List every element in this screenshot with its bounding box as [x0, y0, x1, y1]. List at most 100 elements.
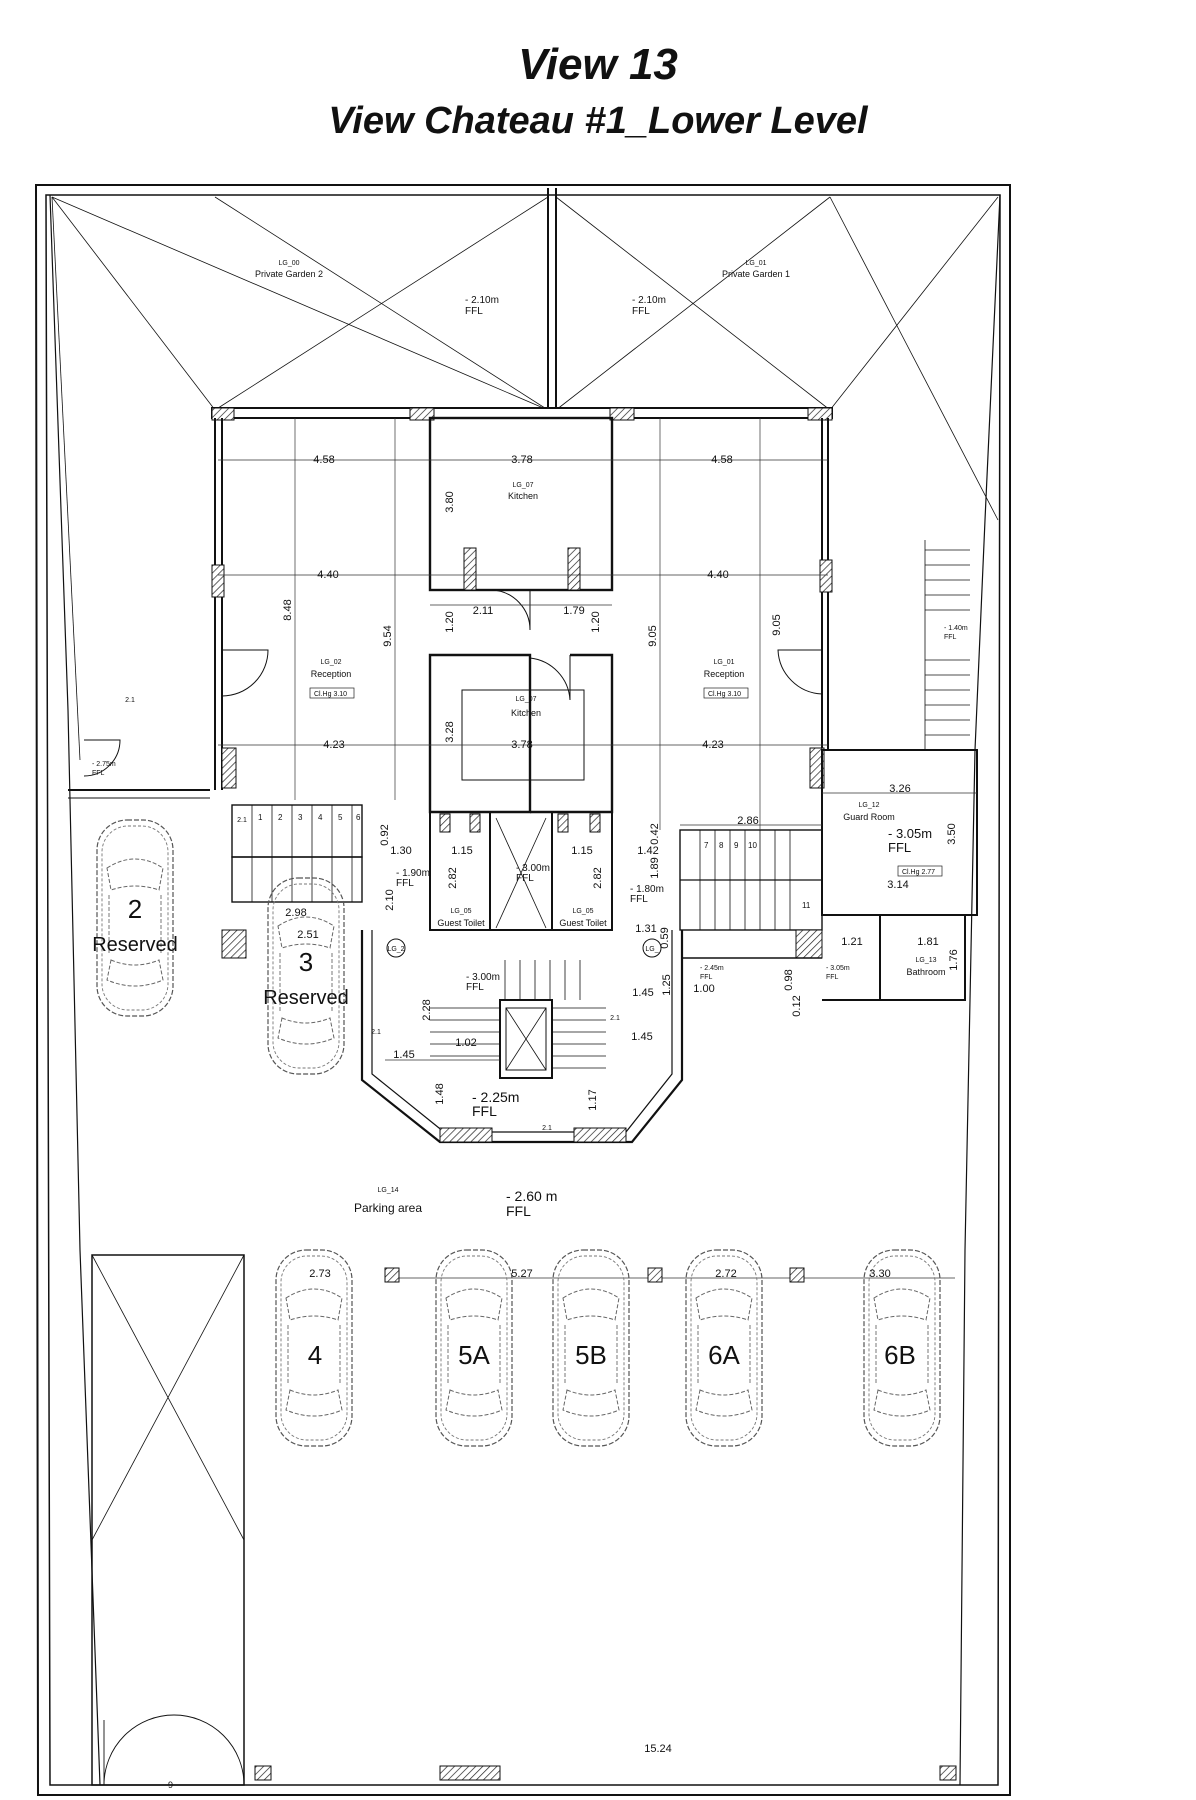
- svg-text:2.82: 2.82: [447, 867, 459, 888]
- svg-text:2.73: 2.73: [309, 1268, 330, 1280]
- svg-text:2: 2: [278, 813, 283, 822]
- ceiling-height: Cl.Hg 3.10: [314, 691, 347, 698]
- room-tag: LG_01: [745, 260, 766, 267]
- room-tag: LG_01: [713, 659, 734, 666]
- svg-text:4.58: 4.58: [711, 454, 732, 466]
- page-title: View 13: [518, 40, 678, 89]
- car-number: 2: [128, 894, 142, 924]
- svg-text:5.27: 5.27: [511, 1268, 532, 1280]
- level-value: - 1.90m: [396, 868, 430, 879]
- svg-text:8: 8: [719, 841, 724, 850]
- room-tag: LG_07: [515, 696, 536, 703]
- svg-text:1.45: 1.45: [393, 1049, 414, 1061]
- svg-text:0.59: 0.59: [659, 927, 671, 948]
- level-value: - 3.05m: [888, 826, 932, 841]
- level-value: - 2.10m: [632, 295, 666, 306]
- room-name: Guard Room: [843, 812, 895, 822]
- svg-text:1.89: 1.89: [649, 857, 661, 878]
- level-ffl: FFL: [396, 878, 414, 889]
- svg-text:1.79: 1.79: [563, 605, 584, 617]
- svg-text:3.26: 3.26: [889, 783, 910, 795]
- svg-text:11: 11: [802, 901, 811, 910]
- car-number: 6A: [708, 1340, 740, 1370]
- svg-text:1.15: 1.15: [451, 845, 472, 857]
- svg-text:3.14: 3.14: [887, 879, 908, 891]
- car-note: Reserved: [263, 987, 349, 1009]
- svg-text:2.1: 2.1: [125, 697, 135, 704]
- room-name: Reception: [311, 669, 352, 679]
- svg-text:6: 6: [356, 813, 361, 822]
- level-value: - 1.80m: [630, 884, 664, 895]
- level-value: - 2.60 m: [506, 1188, 557, 1204]
- level-ffl: FFL: [472, 1103, 497, 1119]
- svg-text:2.11: 2.11: [473, 605, 494, 617]
- svg-text:5: 5: [338, 813, 343, 822]
- svg-text:2.98: 2.98: [285, 907, 306, 919]
- room-name: Kitchen: [508, 491, 538, 501]
- svg-text:3.28: 3.28: [444, 721, 456, 742]
- car-number: 3: [299, 947, 313, 977]
- svg-text:2.86: 2.86: [737, 815, 758, 827]
- svg-text:LG_: LG_: [645, 946, 658, 953]
- svg-text:9.05: 9.05: [647, 625, 659, 646]
- ceiling-height: Cl.Hg 2.77: [902, 869, 935, 876]
- svg-text:3.80: 3.80: [444, 491, 456, 512]
- svg-text:1.15: 1.15: [571, 845, 592, 857]
- svg-text:2.51: 2.51: [297, 929, 318, 941]
- room-name: Guest Toilet: [437, 918, 485, 928]
- svg-text:0.92: 0.92: [379, 824, 391, 845]
- level-value: - 2.25m: [472, 1089, 519, 1105]
- svg-text:2.1: 2.1: [371, 1029, 381, 1036]
- svg-text:1.45: 1.45: [632, 987, 653, 999]
- svg-text:3.50: 3.50: [946, 823, 958, 844]
- svg-text:1.81: 1.81: [917, 936, 938, 948]
- car-number: 5B: [575, 1340, 607, 1370]
- room-name: Private Garden 1: [722, 269, 790, 279]
- car-number: 4: [308, 1340, 322, 1370]
- svg-text:10: 10: [748, 841, 757, 850]
- room-name: Guest Toilet: [559, 918, 607, 928]
- room-tag: LG_13: [915, 957, 936, 964]
- svg-text:3.78: 3.78: [511, 739, 532, 751]
- room-name: Kitchen: [511, 708, 541, 718]
- page-subtitle: View Chateau #1_Lower Level: [328, 100, 868, 142]
- svg-text:1.45: 1.45: [631, 1031, 652, 1043]
- svg-text:1.02: 1.02: [455, 1037, 476, 1049]
- room-tag: LG_12: [858, 802, 879, 809]
- svg-text:1.21: 1.21: [841, 936, 862, 948]
- room-name: Reception: [704, 669, 745, 679]
- svg-text:3: 3: [298, 813, 303, 822]
- parking-columns: [254, 1267, 957, 1781]
- car-number: 5A: [458, 1340, 490, 1370]
- level-value: - 2.45m: [700, 965, 724, 972]
- svg-text:4.58: 4.58: [313, 454, 334, 466]
- svg-text:0.42: 0.42: [649, 823, 661, 844]
- room-name: Bathroom: [906, 967, 945, 977]
- svg-text:1.25: 1.25: [661, 974, 673, 995]
- svg-text:1.48: 1.48: [434, 1083, 446, 1104]
- level-ffl: FFL: [630, 894, 648, 905]
- room-tag: LG_07: [512, 482, 533, 489]
- level-ffl: FFL: [465, 306, 483, 317]
- ramp: [91, 1254, 245, 1786]
- level-ffl: FFL: [92, 770, 105, 777]
- svg-text:LG_2: LG_2: [387, 946, 404, 953]
- level-value: - 2.75m: [92, 761, 116, 768]
- car-number: 6B: [884, 1340, 916, 1370]
- stair-step-numbers: 1 2 3 4 5 6 7 8 9 10 11: [258, 813, 811, 910]
- section-tags: LG_2 LG_ 2.1 2.1 2.1 2.1 2.1: [125, 697, 662, 1132]
- level-value: - 2.10m: [465, 295, 499, 306]
- svg-text:4.40: 4.40: [317, 569, 338, 581]
- svg-text:1.30: 1.30: [390, 845, 411, 857]
- level-value: - 1.40m: [944, 625, 968, 632]
- svg-text:0.12: 0.12: [791, 995, 803, 1016]
- svg-text:1.20: 1.20: [590, 611, 602, 632]
- svg-text:1.00: 1.00: [693, 983, 714, 995]
- room-tag: LG_14: [377, 1187, 398, 1194]
- svg-text:1.42: 1.42: [637, 845, 658, 857]
- level-ffl: FFL: [632, 306, 650, 317]
- svg-text:4.23: 4.23: [702, 739, 723, 751]
- dimension-lines: [218, 418, 977, 1279]
- car-note: Reserved: [92, 934, 178, 956]
